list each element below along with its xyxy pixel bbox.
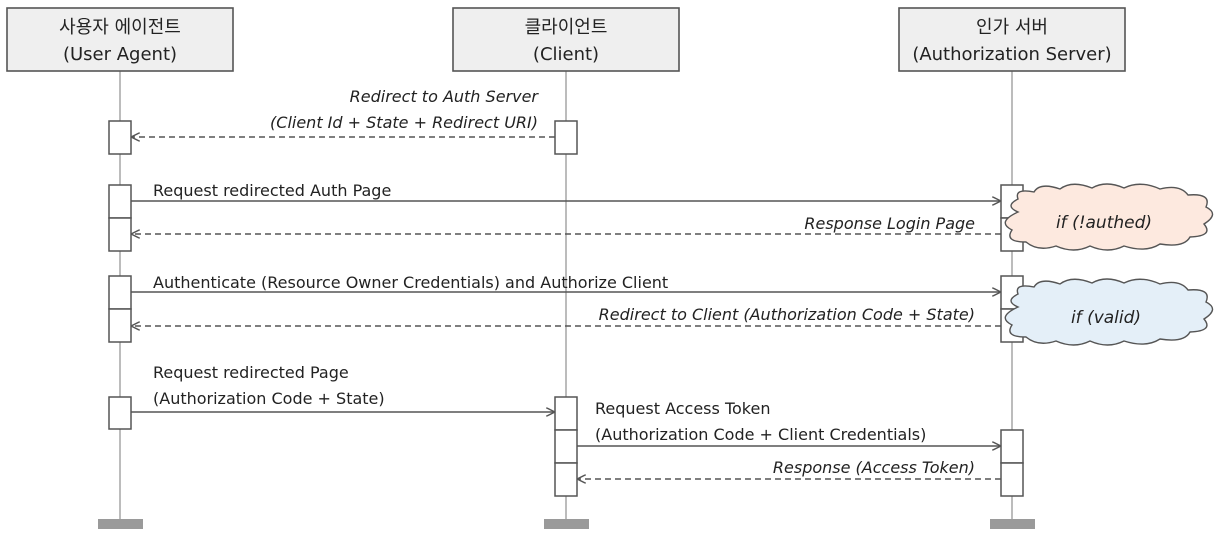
participant-client-name-ko: 클라이언트 [525,17,608,38]
participant-auth-server-name-en: (Authorization Server) [912,44,1111,65]
participant-auth-server-name-ko: 인가 서버 [976,17,1048,38]
activation-user-agent-3a [108,275,132,310]
activation-client-1 [554,120,578,155]
message-request-access-token: Request Access Token (Authorization Code… [577,399,1000,446]
message-response-login-page-label: Response Login Page [804,214,975,233]
activation-user-agent-3b [108,308,132,343]
activation-user-agent-4 [108,396,132,430]
activation-user-agent-2a [108,184,132,219]
message-request-redirected-page-line-2: (Authorization Code + State) [153,389,385,408]
activation-auth-server-4b [1000,462,1024,497]
message-redirect-to-client: Redirect to Client (Authorization Code +… [132,305,1001,326]
activation-user-agent-2b [108,217,132,252]
message-request-auth-page: Request redirected Auth Page [131,181,1000,201]
activation-client-4a [554,396,578,431]
message-request-access-token-line-2: (Authorization Code + Client Credentials… [595,425,926,444]
activation-client-4c [554,462,578,497]
message-request-redirected-page-line-1: Request redirected Page [153,363,349,382]
message-authenticate-authorize: Authenticate (Resource Owner Credentials… [131,273,1000,292]
participant-user-agent-name-ko: 사용자 에이전트 [59,17,181,38]
message-request-access-token-line-1: Request Access Token [595,399,770,418]
note-cloud-valid: if (valid) [1004,278,1214,346]
participant-auth-server: 인가 서버 (Authorization Server) [898,7,1126,72]
participant-client-name-en: (Client) [533,44,599,65]
lifeline-foot-user-agent [98,519,143,529]
message-authenticate-authorize-label: Authenticate (Resource Owner Credentials… [153,273,668,292]
message-redirect-to-auth-server-line-2: (Client Id + State + Redirect URI) [270,113,538,132]
message-response-access-token: Response (Access Token) [578,458,1001,479]
message-response-login-page: Response Login Page [132,214,1001,234]
activation-user-agent-1 [108,120,132,155]
participant-user-agent: 사용자 에이전트 (User Agent) [6,7,234,72]
activation-client-4b [554,429,578,464]
message-request-redirected-page: Request redirected Page (Authorization C… [131,363,554,412]
message-redirect-to-auth-server: Redirect to Auth Server (Client Id + Sta… [132,87,555,137]
message-redirect-to-auth-server-line-1: Redirect to Auth Server [350,87,540,106]
activation-auth-server-4a [1000,429,1024,464]
note-cloud-not-authed-text: if (!authed) [1056,213,1152,233]
message-response-access-token-label: Response (Access Token) [773,458,975,477]
lifeline-foot-auth-server [990,519,1035,529]
message-redirect-to-client-label: Redirect to Client (Authorization Code +… [599,305,975,324]
note-cloud-valid-text: if (valid) [1071,308,1141,328]
message-request-auth-page-label: Request redirected Auth Page [153,181,391,200]
lifeline-foot-client [544,519,589,529]
participant-user-agent-name-en: (User Agent) [63,44,177,65]
note-cloud-not-authed: if (!authed) [1004,183,1214,251]
participant-client: 클라이언트 (Client) [452,7,680,72]
